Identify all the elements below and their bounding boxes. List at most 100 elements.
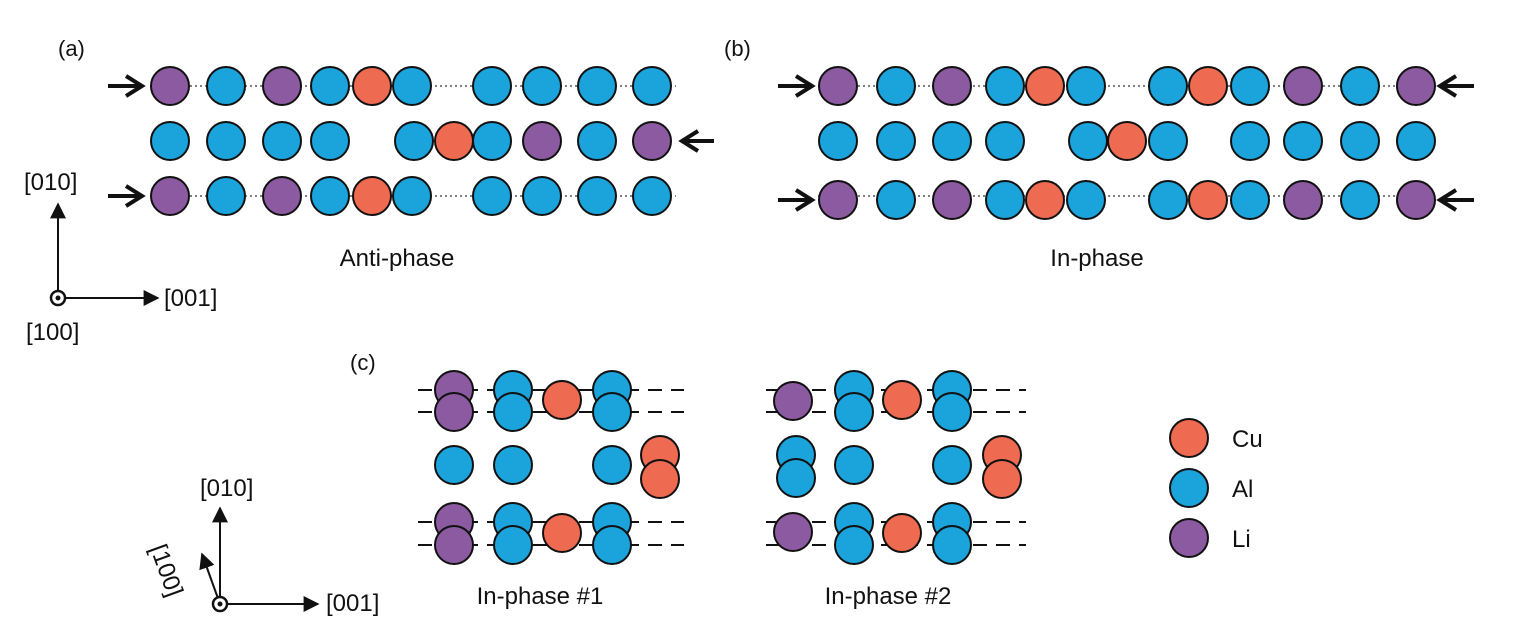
al-atom [1148, 121, 1188, 161]
al-atom [834, 525, 874, 565]
shift-arrow [778, 188, 816, 212]
al-atom [834, 445, 874, 485]
al-atom [472, 121, 512, 161]
li-atom [434, 525, 474, 565]
al-atom [1340, 66, 1380, 106]
al-atom [392, 66, 432, 106]
li-atom [434, 392, 474, 432]
al-atom [592, 445, 632, 485]
cu-atom [352, 176, 392, 216]
li-atom [150, 176, 190, 216]
al-atom [932, 392, 972, 432]
cu-atom [542, 513, 582, 553]
li-atom [932, 66, 972, 106]
cu-atom [1025, 180, 1065, 220]
al-atom [150, 121, 190, 161]
al-atom [1148, 180, 1188, 220]
al-atom [932, 525, 972, 565]
in-phase-1-caption: In-phase #1 [477, 583, 604, 610]
panel-c: (c) In-phase #1 In-phase #2 [350, 350, 1026, 610]
al-atom [522, 176, 562, 216]
axis-label-010: [010] [24, 169, 77, 196]
axis-label-001: [001] [326, 590, 379, 617]
panel-a-atoms [150, 66, 672, 216]
al-atom [434, 445, 474, 485]
al-atom [493, 392, 533, 432]
cu-atom [982, 459, 1022, 499]
al-atom [985, 66, 1025, 106]
panel-a-label: (a) [58, 36, 85, 61]
li-atom [818, 180, 858, 220]
cu-atom [882, 380, 922, 420]
shift-arrow [108, 184, 146, 208]
li-atom [773, 381, 813, 421]
cu-atom [352, 66, 392, 106]
al-atom [310, 121, 350, 161]
al-atom [262, 121, 302, 161]
legend-label-li: Li [1232, 526, 1251, 553]
al-atom [834, 392, 874, 432]
al-atom [493, 445, 533, 485]
al-atom [577, 121, 617, 161]
al-atom [577, 176, 617, 216]
cu-atom [1025, 66, 1065, 106]
al-atom [1340, 180, 1380, 220]
shift-arrow [778, 74, 816, 98]
panel-b-atoms [818, 66, 1436, 220]
al-atom [472, 66, 512, 106]
axis-label-010: [010] [200, 475, 253, 502]
al-atom [632, 66, 672, 106]
cu-atom [1188, 180, 1228, 220]
li-atom [932, 180, 972, 220]
al-atom [932, 445, 972, 485]
al-atom [592, 392, 632, 432]
li-atom [262, 176, 302, 216]
cu-atom [1188, 66, 1228, 106]
al-atom [310, 176, 350, 216]
al-atom [522, 66, 562, 106]
panel-a-caption: Anti-phase [340, 245, 455, 272]
panel-b: (b) In-phase [724, 36, 1474, 272]
al-atom [985, 180, 1025, 220]
cu-atom [542, 380, 582, 420]
shift-arrow [108, 74, 146, 98]
cu-atom [640, 459, 680, 499]
al-atom [206, 66, 246, 106]
al-atom [776, 458, 816, 498]
shift-arrow [678, 129, 714, 153]
al-atom [1148, 66, 1188, 106]
al-atom [392, 176, 432, 216]
li-atom [1396, 180, 1436, 220]
shift-arrow [1436, 74, 1474, 98]
al-atom [1230, 66, 1270, 106]
cu-atom [882, 513, 922, 553]
al-atom [1066, 180, 1106, 220]
al-atom [876, 180, 916, 220]
al-atom [206, 121, 246, 161]
axis-label-100: [100] [144, 541, 188, 600]
al-atom [310, 66, 350, 106]
axes-indicator-1: [010] [001] [100] [24, 169, 217, 346]
in-phase-2-atoms [773, 370, 1022, 565]
shift-arrow [1436, 188, 1474, 212]
panel-c-dashed-planes [418, 389, 1026, 546]
al-atom [932, 121, 972, 161]
li-atom [1396, 66, 1436, 106]
al-atom [1068, 121, 1108, 161]
al-atom [985, 121, 1025, 161]
li-atom [1283, 180, 1323, 220]
li-atom [1169, 518, 1209, 558]
al-atom [493, 525, 533, 565]
li-atom [1283, 66, 1323, 106]
al-atom [1283, 121, 1323, 161]
al-atom [818, 121, 858, 161]
cu-atom [434, 121, 474, 161]
li-atom [773, 512, 813, 552]
li-atom [818, 66, 858, 106]
al-atom [1230, 180, 1270, 220]
origin-dot-icon [217, 601, 223, 607]
panel-b-label: (b) [724, 36, 751, 61]
al-atom [206, 176, 246, 216]
